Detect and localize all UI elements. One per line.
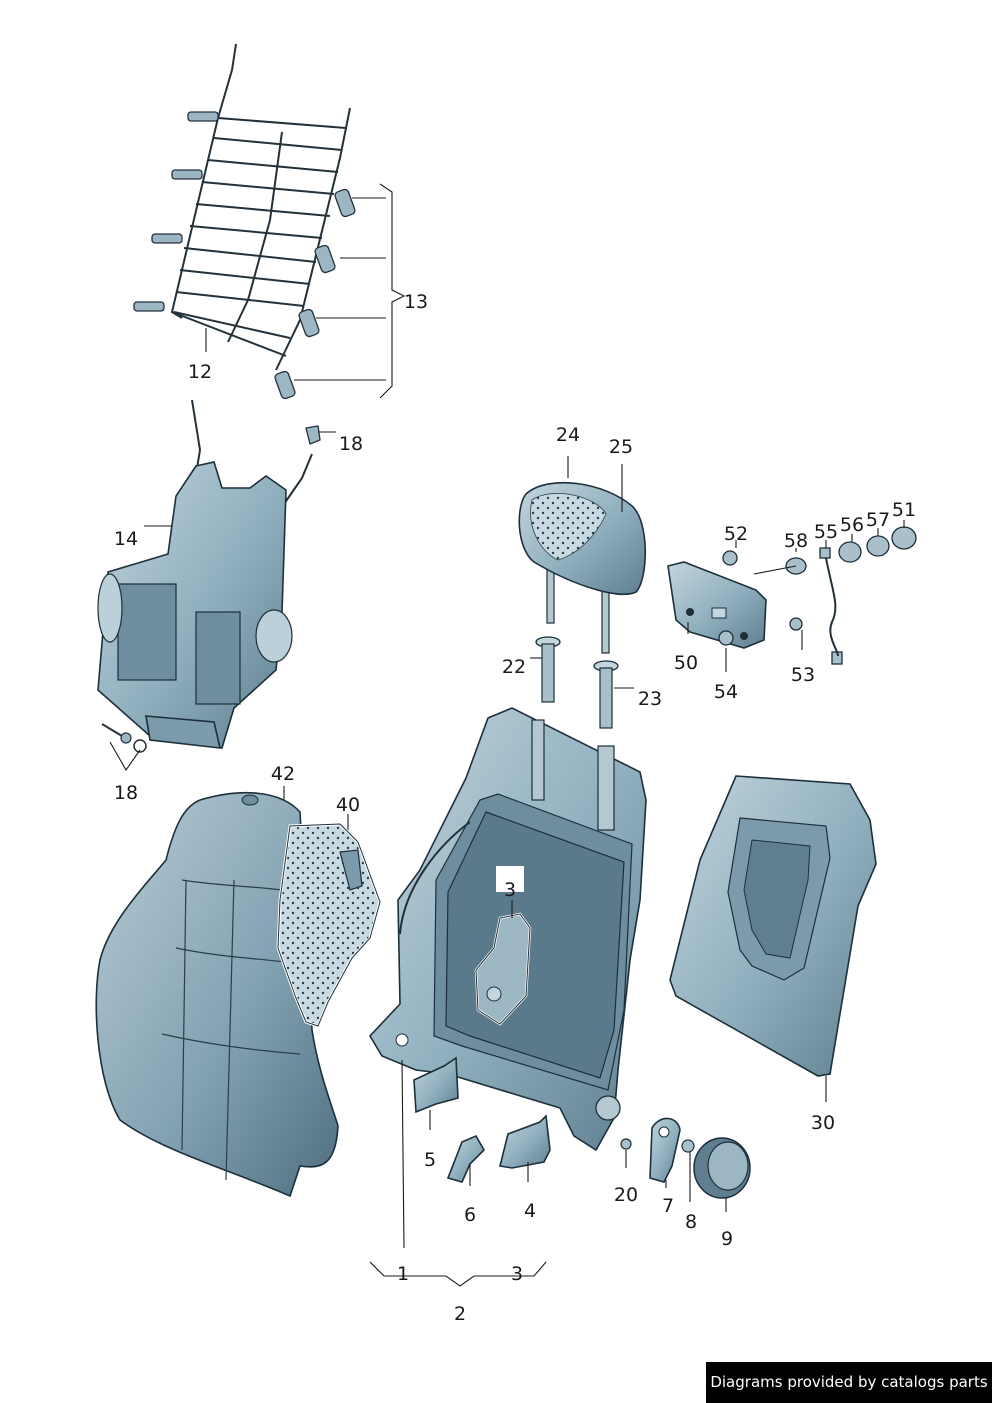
- bolt-20: [620, 1138, 632, 1150]
- label-23: 23: [638, 688, 662, 710]
- label-18-bottom: 18: [114, 782, 138, 804]
- label-5: 5: [424, 1149, 436, 1171]
- label-8: 8: [685, 1211, 697, 1233]
- ring-57: [866, 535, 890, 557]
- label-50: 50: [674, 652, 698, 674]
- label-42: 42: [271, 763, 295, 785]
- label-13: 13: [404, 291, 428, 313]
- credit-banner: Diagrams provided by catalogs parts: [706, 1362, 992, 1403]
- label-54: 54: [714, 681, 738, 703]
- bracket-50: [667, 561, 767, 649]
- bolt-54: [718, 630, 734, 646]
- label-12: 12: [188, 361, 212, 383]
- ring-56: [838, 541, 862, 563]
- release-handle-7: [649, 1117, 681, 1183]
- label-6: 6: [464, 1204, 476, 1226]
- label-30: 30: [811, 1112, 835, 1134]
- label-51: 51: [892, 499, 916, 521]
- spring-hooks-right: [274, 188, 356, 400]
- lever-6: [446, 1134, 485, 1183]
- label-3-background: [496, 866, 524, 892]
- label-14: 14: [114, 528, 138, 550]
- label-25: 25: [609, 436, 633, 458]
- sensor-55: [819, 547, 831, 559]
- spring-hooks-left: [133, 111, 219, 312]
- label-3-frame: 3: [504, 879, 516, 901]
- label-55: 55: [814, 521, 838, 543]
- small-parts: [718, 526, 917, 665]
- clip-8: [681, 1139, 695, 1153]
- label-7: 7: [662, 1195, 674, 1217]
- label-9: 9: [721, 1228, 733, 1250]
- backrest-frame: [369, 707, 647, 1152]
- cap-51: [891, 526, 917, 550]
- label-3-group: 3: [511, 1263, 523, 1285]
- rear-panel: [669, 775, 877, 1077]
- label-53: 53: [791, 664, 815, 686]
- bracket-4: [499, 1114, 551, 1169]
- label-56: 56: [840, 514, 864, 536]
- label-4: 4: [524, 1200, 536, 1222]
- label-18-top: 18: [339, 433, 363, 455]
- label-24: 24: [556, 424, 580, 446]
- label-2: 2: [454, 1303, 466, 1325]
- clip-18-bottom: [101, 723, 147, 753]
- label-22: 22: [502, 656, 526, 678]
- label-52: 52: [724, 523, 748, 545]
- adjuster-knob-9: [693, 1137, 751, 1199]
- bolt-52: [722, 550, 738, 566]
- backrest-pad: [276, 822, 382, 1028]
- suspension-mat: [133, 43, 356, 400]
- headrest: [518, 481, 647, 654]
- guide-sleeve-22: [535, 636, 561, 703]
- cover-5: [413, 1056, 459, 1114]
- label-1: 1: [397, 1263, 409, 1285]
- label-40: 40: [336, 794, 360, 816]
- lumbar-support: [97, 399, 321, 753]
- label-57: 57: [866, 509, 890, 531]
- clip-18-top: [305, 425, 321, 445]
- leader-lines: [109, 183, 905, 1287]
- guide-sleeve-23: [593, 660, 619, 729]
- bolt-53: [789, 617, 803, 631]
- backrest-cover: [95, 791, 339, 1198]
- label-20: 20: [614, 1184, 638, 1206]
- part-labels: 12 13 14 18 18 24 25 22 23 52 58 55 56 5…: [114, 291, 916, 1325]
- label-58: 58: [784, 530, 808, 552]
